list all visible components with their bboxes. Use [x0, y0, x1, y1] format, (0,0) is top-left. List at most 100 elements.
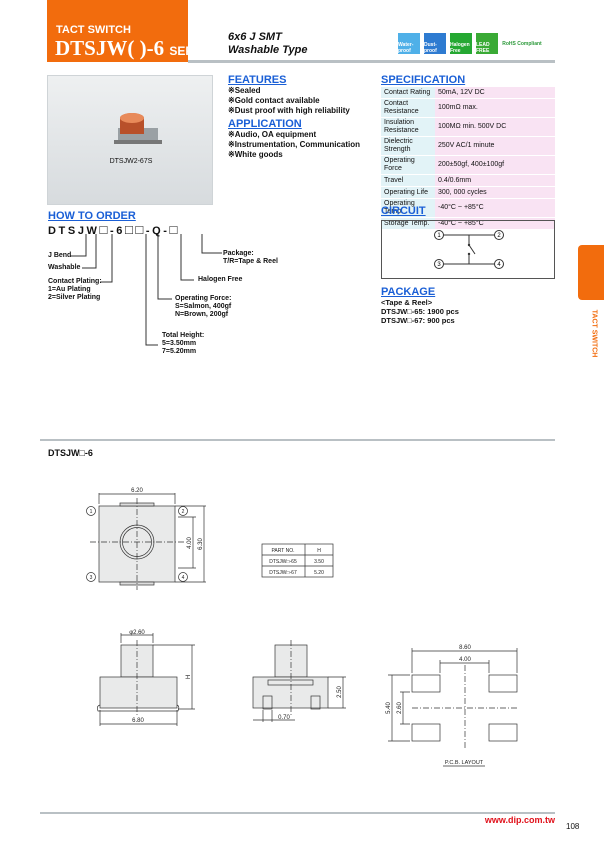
plating-title: Contact Plating: [48, 278, 102, 285]
order-code-char: D [48, 225, 59, 237]
top-pin-4: 4 [182, 575, 185, 581]
application-item: ※Instrumentation, Communication [228, 140, 361, 149]
dimension-drawings: 6.20 6.30 4.00 1 2 3 4 PART NO. H DTSJW□… [86, 488, 518, 767]
pin-1-label: 1 [437, 233, 441, 239]
how-to-order-heading: HOW TO ORDER [48, 210, 136, 222]
spec-key: Contact Resistance [381, 99, 435, 117]
order-code-char: 6 [116, 225, 125, 237]
spec-value: 100MΩ min. 500V DC [435, 118, 555, 136]
dustproof-icon: Dust-proof [424, 33, 446, 54]
top-pin-1: 1 [90, 509, 93, 515]
photo-caption: DTSJW2-67S [109, 158, 153, 165]
rohs-icon: RoHS Compliant [502, 40, 542, 47]
features-section: FEATURES ※Sealed ※Gold contact available… [228, 74, 360, 160]
page-number: 108 [566, 822, 580, 831]
section-divider [40, 439, 555, 441]
spec-key: Operating Life [381, 187, 435, 198]
top-pin-2: 2 [182, 509, 185, 515]
spec-key: Operating Force [381, 156, 435, 174]
top-view [86, 493, 206, 590]
dim-height: H [186, 675, 192, 679]
table-header-h: H [317, 548, 321, 554]
order-code-char: Q [152, 225, 164, 237]
dim-top-height: 6.30 [198, 538, 204, 550]
category-label: TACT SWITCH [56, 24, 131, 36]
waterproof-icon: Water-proof [398, 33, 420, 54]
pin-2-label: 2 [497, 233, 501, 239]
dim-pcb-pitch: 4.00 [459, 657, 471, 663]
website-link[interactable]: www.dip.com.tw [484, 815, 555, 825]
series-name: DTSJW( )-6 [55, 36, 165, 60]
spec-value: 50mA, 12V DC [435, 87, 555, 98]
pcb-layout [388, 648, 518, 767]
force-option: N=Brown, 200gf [175, 311, 229, 318]
dim-top-pitch: 4.00 [187, 537, 193, 549]
front-view [96, 633, 195, 726]
spec-value: 100mΩ max. [435, 99, 555, 117]
table-cell: 5.20 [314, 570, 324, 576]
table-cell: DTSJW□-65 [269, 559, 297, 565]
dim-side-height: 2.50 [337, 686, 343, 698]
pin-3-label: 3 [437, 262, 441, 268]
spec-key: Operating Temp. [381, 199, 435, 217]
footer-rule [40, 812, 555, 814]
certification-badges: Water-proof Dust-proof Halogen Free LEAD… [398, 33, 542, 54]
side-view [252, 640, 346, 722]
halogen-free-icon: Halogen Free [450, 33, 472, 54]
spec-key: Contact Rating [381, 87, 435, 98]
application-item: ※Audio, OA equipment [228, 130, 317, 139]
order-code-char: T [58, 225, 68, 237]
spec-key: Insulation Resistance [381, 118, 435, 136]
pcb-layout-caption: P.C.B. LAYOUT [445, 760, 484, 766]
spec-key: Storage Temp. [381, 218, 435, 229]
dim-stem-diameter: φ2.60 [129, 630, 145, 636]
order-code-box: □ [124, 222, 136, 237]
order-code-char: W [86, 225, 100, 237]
order-label-washable: Washable [48, 264, 81, 271]
spec-value: -40°C ~ +85°C [435, 218, 555, 229]
specification-heading: SPECIFICATION [381, 74, 466, 86]
dim-pcb-pad-pitch: 2.60 [397, 702, 403, 714]
package-option: T/R=Tape & Reel [223, 258, 278, 265]
series-suffix: SERIES [169, 44, 214, 58]
features-heading: FEATURES [228, 74, 287, 86]
circuit-heading: CIRCUIT [381, 205, 426, 217]
order-leader-lines [70, 234, 222, 346]
drawing-title: DTSJW□-6 [48, 448, 93, 458]
spec-value: 300, 000 cycles [435, 187, 555, 198]
side-tab-label: TACT SWITCH [590, 309, 598, 358]
dim-terminal-width: 0.70 [278, 715, 290, 721]
switch-image [114, 113, 162, 144]
spec-value: 250V AC/1 minute [435, 137, 555, 155]
spec-key: Dielectric Strength [381, 137, 435, 155]
order-code-box: □ [99, 222, 110, 237]
spec-value: 200±50gf, 400±100gf [435, 156, 555, 174]
height-title: Total Height: [162, 332, 205, 339]
application-heading: APPLICATION [228, 118, 302, 130]
order-label-jbend: J Bend [48, 252, 72, 259]
header-rule [188, 60, 555, 63]
order-code-char: - [109, 225, 117, 237]
part-height-table [261, 543, 334, 578]
application-item: ※White goods [228, 150, 283, 159]
spec-row: Storage Temp.-40°C ~ +85°C [381, 218, 555, 229]
spec-row: Operating Temp.-40°C ~ +85°C [381, 199, 555, 217]
spec-value: 0.4/0.6mm [435, 175, 555, 186]
subtitle-line-2: Washable Type [228, 44, 308, 56]
product-photo: DTSJW2-67S [47, 75, 213, 205]
feature-item: ※Gold contact available [228, 96, 320, 105]
dim-pcb-width: 8.60 [459, 645, 471, 651]
order-label-halogen: Halogen Free [198, 276, 243, 283]
package-qty-67: DTSJW□-67: 900 pcs [381, 316, 455, 325]
